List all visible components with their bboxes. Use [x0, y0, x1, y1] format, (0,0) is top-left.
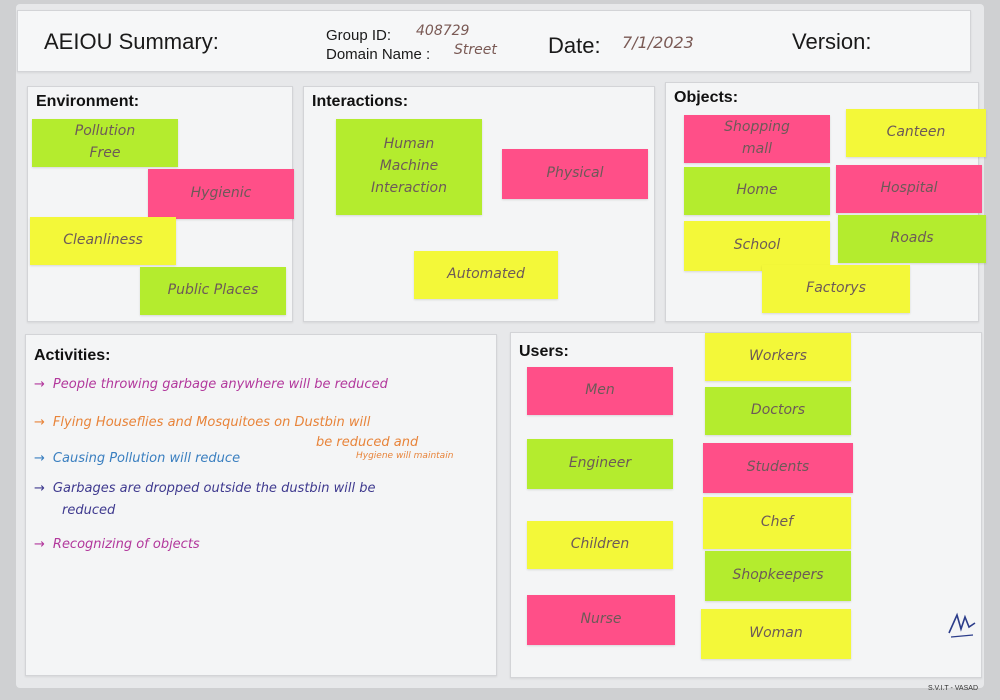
- sticky-note: Automated: [414, 251, 558, 299]
- activity-item: →Recognizing of objects: [34, 537, 200, 552]
- activity-item: Hygiene will maintain: [356, 451, 454, 461]
- sticky-note: Engineer: [527, 439, 673, 489]
- sticky-note: Children: [527, 521, 673, 569]
- group-id-label: Group ID:: [326, 27, 392, 44]
- arrow-icon: →: [34, 415, 45, 430]
- users-title: Users:: [519, 343, 569, 360]
- footer-label: S.V.I.T - VASAD: [927, 685, 978, 692]
- sticky-note: Canteen: [846, 109, 986, 157]
- sticky-note: Hospital: [836, 165, 982, 213]
- page-title: AEIOU Summary:: [44, 29, 219, 54]
- activity-item: be reduced and: [316, 435, 419, 450]
- activities-panel: Activities: →People throwing garbage any…: [25, 334, 497, 676]
- sticky-note: Pollution Free: [32, 119, 178, 167]
- sticky-note: Roads: [838, 215, 986, 263]
- activity-item: reduced: [62, 503, 116, 518]
- domain-name-value: Street: [454, 42, 497, 58]
- sticky-note: Woman: [701, 609, 851, 659]
- activities-title: Activities:: [34, 347, 111, 364]
- sticky-note: Workers: [705, 333, 851, 381]
- sticky-note: Nurse: [527, 595, 675, 645]
- arrow-icon: →: [34, 377, 45, 392]
- interactions-panel: Interactions: Human Machine Interaction …: [303, 86, 655, 322]
- users-panel: Users: Men Engineer Children Nurse Worke…: [510, 332, 982, 678]
- sticky-note: Men: [527, 367, 673, 415]
- environment-panel: Environment: Pollution Free Hygienic Cle…: [27, 86, 294, 322]
- sticky-note: School: [684, 221, 830, 271]
- signature-icon: [948, 612, 976, 638]
- activity-item: →Garbages are dropped outside the dustbi…: [34, 481, 376, 496]
- sticky-note: Factorys: [762, 265, 910, 313]
- sticky-note: Shopkeepers: [705, 551, 851, 601]
- objects-title: Objects:: [674, 89, 739, 106]
- domain-name-label: Domain Name :: [326, 46, 431, 63]
- date-label: Date:: [548, 33, 601, 58]
- sticky-note: Hygienic: [148, 169, 294, 219]
- version-label: Version:: [792, 29, 872, 54]
- header-panel: AEIOU Summary: Group ID: 408729 Domain N…: [17, 10, 971, 72]
- sticky-note: Students: [703, 443, 853, 493]
- sticky-note: Physical: [502, 149, 648, 199]
- date-value: 7/1/2023: [622, 33, 694, 52]
- activity-item: →Flying Houseflies and Mosquitoes on Dus…: [34, 415, 371, 430]
- arrow-icon: →: [34, 451, 45, 466]
- sticky-note: Chef: [703, 497, 851, 549]
- group-id-value: 408729: [416, 23, 470, 39]
- sticky-note: Human Machine Interaction: [336, 119, 482, 215]
- objects-panel: Objects: Shopping mall Canteen Home Hosp…: [665, 82, 986, 322]
- environment-title: Environment:: [36, 93, 140, 110]
- activity-item: →People throwing garbage anywhere will b…: [34, 377, 388, 392]
- arrow-icon: →: [34, 481, 45, 496]
- sticky-note: Doctors: [705, 387, 851, 435]
- activities-list: →People throwing garbage anywhere will b…: [34, 375, 494, 595]
- sticky-note: Home: [684, 167, 830, 215]
- sticky-note: Shopping mall: [684, 115, 830, 163]
- sticky-note: Public Places: [140, 267, 286, 315]
- interactions-title: Interactions:: [312, 93, 409, 110]
- sticky-note: Cleanliness: [30, 217, 176, 265]
- activity-item: →Causing Pollution will reduce: [34, 451, 241, 466]
- arrow-icon: →: [34, 537, 45, 552]
